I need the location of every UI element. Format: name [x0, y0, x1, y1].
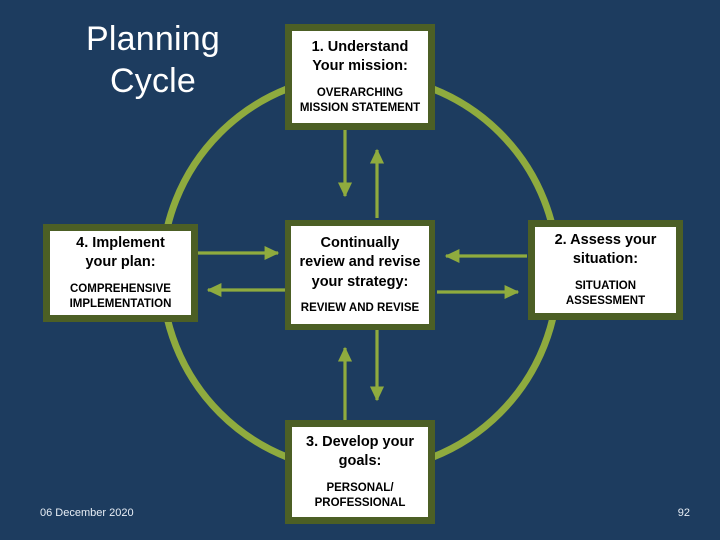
node-subtext: COMPREHENSIVE IMPLEMENTATION: [69, 283, 172, 311]
footer-page-number: 92: [677, 507, 690, 519]
node-understand-mission[interactable]: 1. Understand Your mission: OVERARCHING …: [285, 24, 435, 130]
node-subtext: PERSONAL/ PROFESSIONAL: [314, 482, 406, 510]
node-subtext: OVERARCHING MISSION STATEMENT: [299, 87, 421, 115]
node-heading: 2. Assess your situation:: [554, 231, 657, 268]
footer-date: 06 December 2020: [40, 507, 134, 519]
node-heading: 4. Implement your plan:: [76, 234, 165, 271]
node-subtext: SITUATION ASSESSMENT: [565, 280, 646, 308]
node-heading: 3. Develop your goals:: [306, 433, 414, 470]
node-subtext: REVIEW AND REVISE: [300, 301, 420, 314]
node-assess-situation[interactable]: 2. Assess your situation: SITUATION ASSE…: [528, 220, 683, 320]
node-review-and-revise[interactable]: Continually review and revise your strat…: [285, 220, 435, 330]
node-heading: 1. Understand Your mission:: [311, 38, 409, 75]
node-develop-goals[interactable]: 3. Develop your goals: PERSONAL/ PROFESS…: [285, 420, 435, 524]
node-implement-plan[interactable]: 4. Implement your plan: COMPREHENSIVE IM…: [43, 224, 198, 322]
node-heading: Continually review and revise your strat…: [299, 235, 421, 290]
slide-title: Planning Cycle: [86, 20, 220, 101]
